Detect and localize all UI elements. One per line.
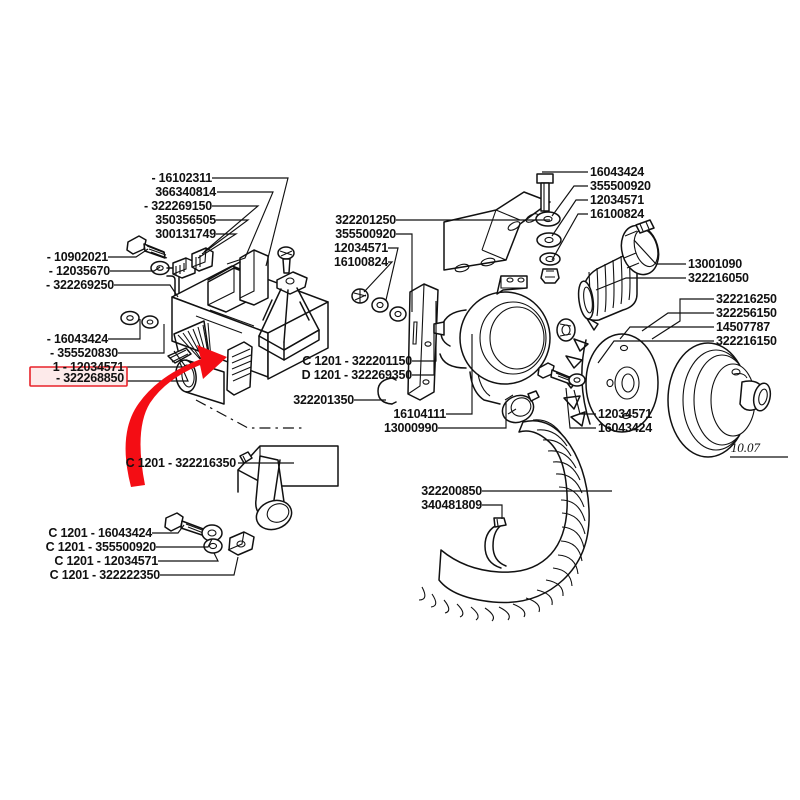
mounting-plate [443,191,551,273]
label-center-single: 322201350 [293,393,354,407]
label-upper-right-0: 16043424 [590,165,644,179]
label-hose-1: 340481809 [421,498,482,512]
label-right-fan-0: 322216250 [716,292,777,306]
blower-housing [433,275,551,424]
label-center-variant-1: D 1201 - 322269350 [302,368,413,382]
label-center-variant-0: C 1201 - 322201150 [302,354,412,368]
highlight-box [29,366,128,387]
label-upper-right-3: 16100824 [590,207,644,221]
label-right-fan-2: 14507787 [716,320,770,334]
label-bellows-1: 322216050 [688,271,749,285]
label-left-fastener-2: - 322269250 [46,278,114,292]
label-upper-left-1: 366340814 [155,185,216,199]
red-annotation-arrow [125,345,227,487]
bottom-elbow-duct [237,445,339,531]
label-hose-0: 322200850 [421,484,482,498]
artwork-layer [120,173,772,622]
blower-fastener [537,318,586,387]
pulley-hub [667,342,772,458]
label-center-lower-1: 13000990 [384,421,438,435]
label-bottom-elbow: C 1201 - 322216350 [126,456,237,470]
flexible-hose [418,419,590,622]
hose-clamp-lower [501,390,540,424]
label-left-lower-1: - 355520830 [50,346,118,360]
label-bellows-0: 13001090 [688,257,742,271]
label-right-lower-0: 12034571 [598,407,652,421]
label-bottom-left-2: C 1201 - 12034571 [54,554,158,568]
bellows-sleeve [577,253,638,322]
label-upper-left-4: 300131749 [155,227,216,241]
label-bottom-left-0: C 1201 - 16043424 [48,526,152,540]
clamp-block [172,247,214,279]
leader-lines [108,171,788,576]
label-center-upper-3: 16100824 [334,255,388,269]
label-left-fastener-0: - 10902021 [47,250,108,264]
label-center-upper-1: 355500920 [335,227,396,241]
hose-retaining-clip [484,517,507,569]
air-duct-housing [167,249,329,429]
label-upper-left-0: - 16102311 [151,171,212,185]
label-center-upper-0: 322201250 [335,213,396,227]
label-left-fastener-1: - 12035670 [49,264,110,278]
left-bolt-assembly [120,235,170,329]
cradle-bracket [258,246,320,361]
center-fasteners [351,288,407,322]
hose-clamp-upper [620,219,660,276]
slide-rail [407,283,439,401]
spring-clip [377,377,397,405]
bottom-left-fasteners [164,512,255,556]
label-upper-right-2: 12034571 [590,193,644,207]
label-upper-left-2: - 322269150 [144,199,212,213]
label-upper-right-1: 355500920 [590,179,651,193]
label-center-upper-2: 12034571 [334,241,388,255]
label-left-lower-2: 1 - 12034571 [53,360,125,374]
label-left-lower-3-highlighted: - 322268850 [56,371,124,385]
label-bottom-left-1: C 1201 - 355500920 [46,540,157,554]
revision-code: 10.07 [731,440,761,455]
label-right-lower-1: 16043424 [598,421,652,435]
label-right-fan-3: 322216150 [716,334,777,348]
label-layer: - 16102311 366340814 - 322269150 3503565… [46,165,778,582]
label-upper-left-3: 350356505 [155,213,216,227]
label-right-fan-1: 322256150 [716,306,777,320]
label-center-lower-0: 16104111 [393,407,446,421]
label-left-lower-0: - 16043424 [47,332,108,346]
upper-right-bolt-stack [535,173,562,284]
label-bottom-left-3: C 1201 - 322222350 [50,568,161,582]
